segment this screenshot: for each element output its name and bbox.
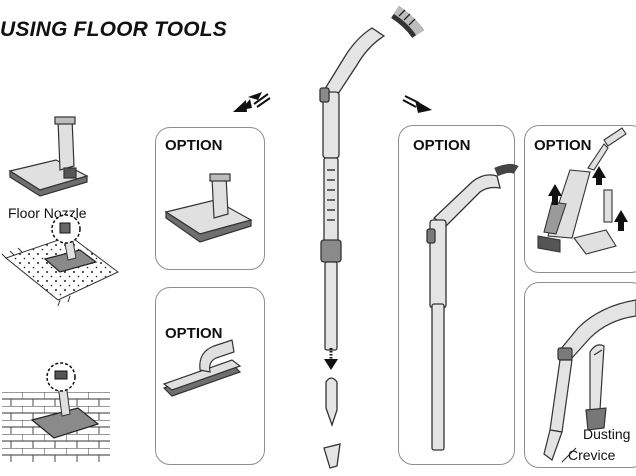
up-arrow-icons [548,166,628,231]
option-label-4: OPTION [534,137,592,154]
option-label-1: OPTION [165,137,223,154]
dusting-caption: Dusting [583,426,631,442]
crevice-tool-icon [323,377,341,469]
turbo-brush-icon [537,127,627,255]
option-label-2: OPTION [165,325,223,342]
floor-brush-icon [164,173,253,243]
dusting-crevice-icon [543,299,636,461]
crevice-caption: Crevice [568,447,616,463]
diagonal-arrow-left-icon [233,92,271,112]
wand-grip-ridges [327,169,335,221]
down-arrow-icon [324,348,338,370]
option-label-3: OPTION [413,137,471,154]
hose-icon [391,6,424,39]
diagonal-arrow-right-icon [402,95,432,113]
option-panel-parquet-brush [155,287,265,465]
carpet-scene-icon [1,214,119,307]
crevice-leader-line [561,447,577,463]
hard-floor-scene-icon [2,362,110,462]
parquet-brush-icon [162,339,242,397]
bent-tube-icon [426,163,519,451]
main-wand-icon [319,27,386,351]
page-title: USING FLOOR TOOLS [0,18,228,41]
option-panel-floor-brush [155,127,265,270]
floor-nozzle-icon [8,116,89,197]
